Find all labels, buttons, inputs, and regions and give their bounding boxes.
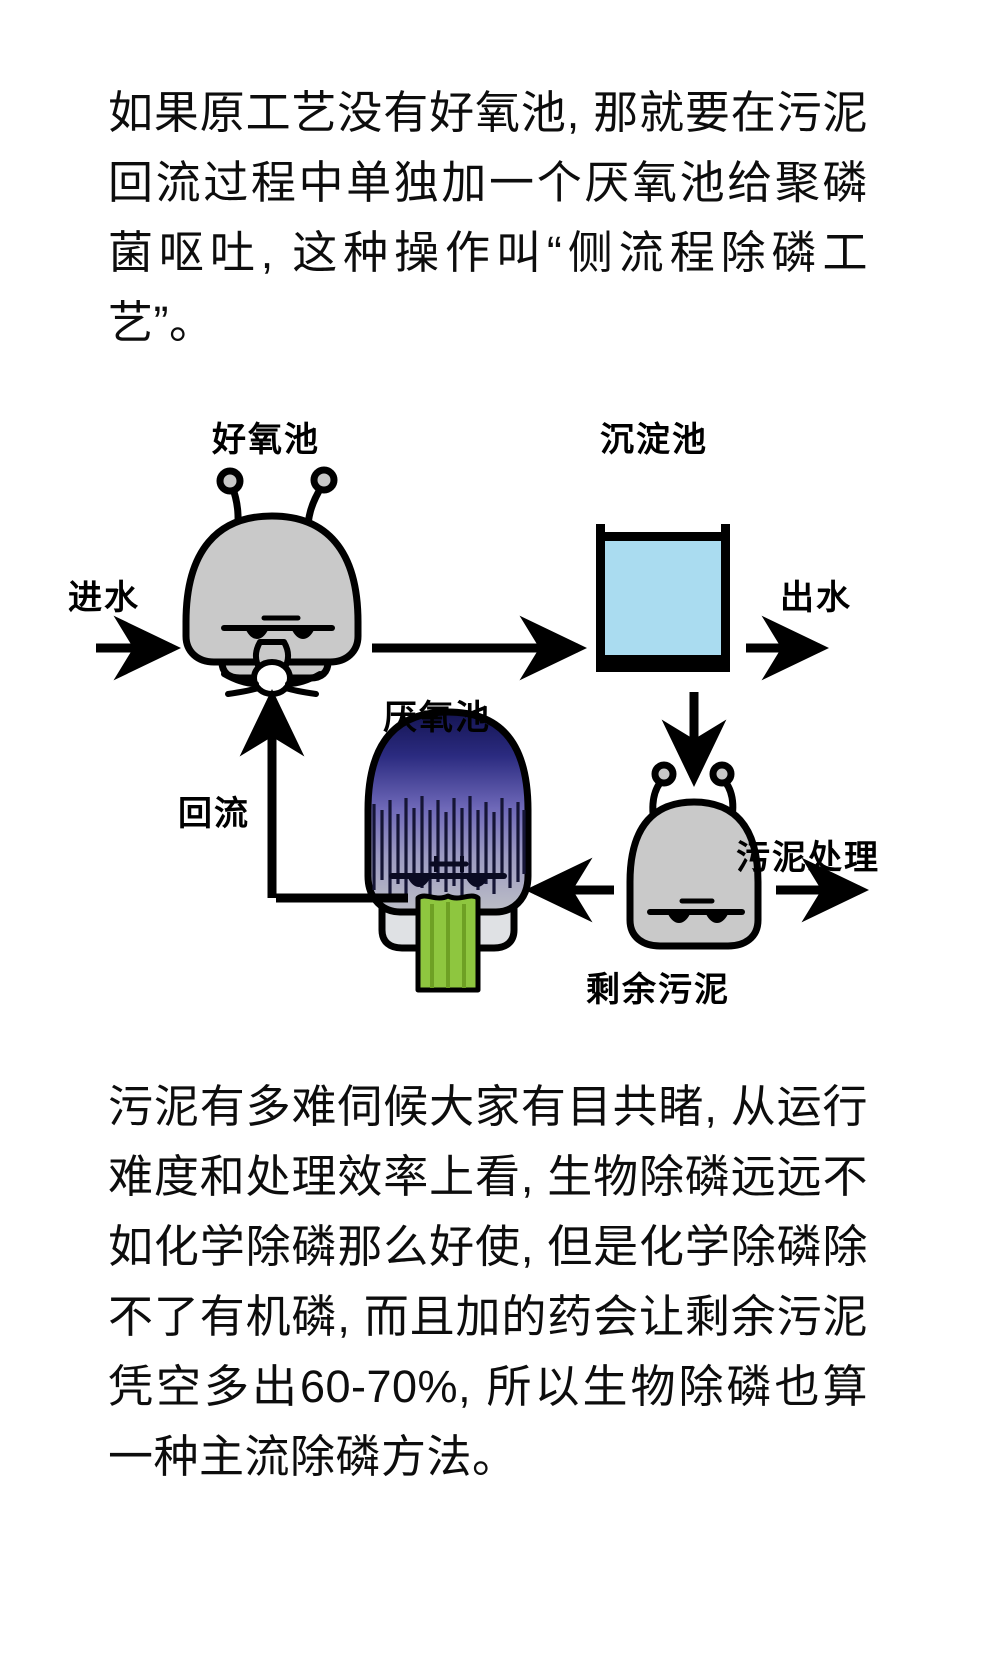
diagram-svg (96, 466, 869, 993)
anaerobic-tank-creature (364, 708, 532, 993)
label-aerobic-tank: 好氧池 (212, 422, 320, 459)
aerobic-tank-creature (182, 466, 362, 697)
label-anaerobic-tank: 厌氧池 (383, 700, 491, 737)
label-settling-tank: 沉淀池 (600, 422, 708, 459)
top-paragraph: 如果原工艺没有好氧池, 那就要在污泥回流过程中单独加一个厌氧池给聚磷菌呕吐, 这… (108, 87, 868, 348)
label-influent: 进水 (68, 580, 140, 617)
return-flow-path (239, 689, 408, 903)
bottom-paragraph: 污泥有多难伺候大家有目共睹, 从运行难度和处理效率上看, 生物除磷远远不如化学除… (108, 1081, 868, 1482)
process-flow-diagram: 好氧池 沉淀池 厌氧池 进水 出水 回流 污泥处理 剩余污泥 (0, 390, 1001, 1030)
label-effluent: 出水 (780, 580, 852, 617)
settling-tank (596, 524, 730, 672)
flow-arrows (96, 615, 869, 923)
label-sludge-treatment: 污泥处理 (736, 840, 880, 877)
label-return-flow: 回流 (178, 796, 250, 833)
vomit-stream (415, 893, 481, 993)
label-excess-sludge: 剩余污泥 (586, 972, 730, 1009)
